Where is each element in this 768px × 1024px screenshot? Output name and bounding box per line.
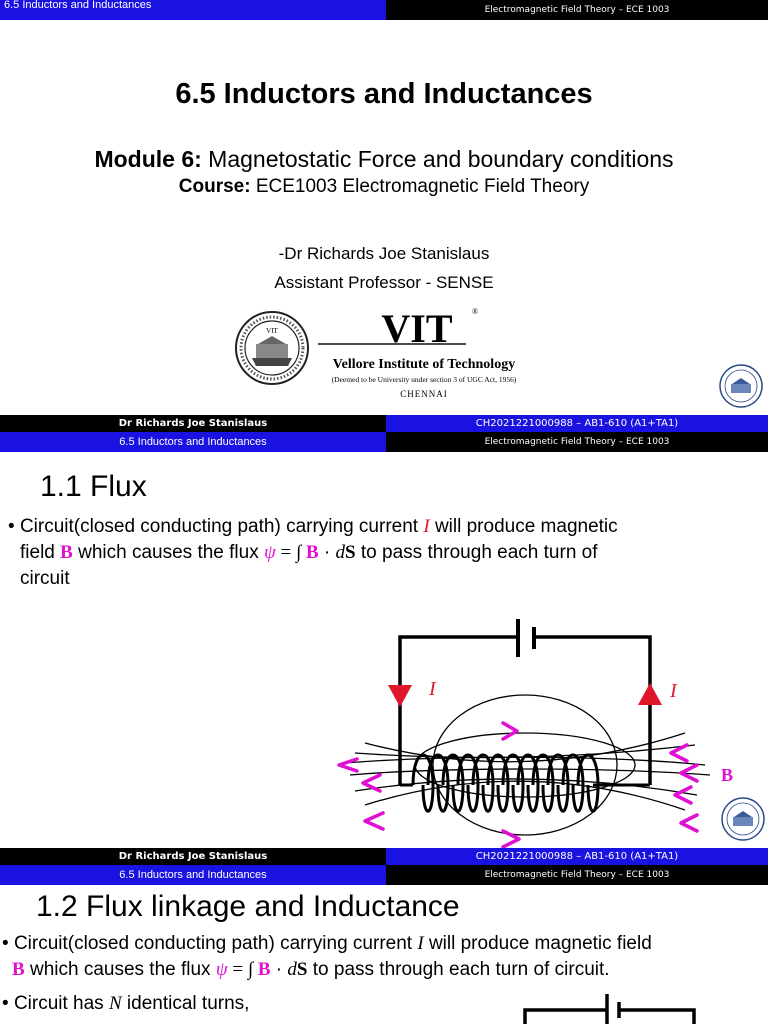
slide3-heading: 1.2 Flux linkage and Inductance	[36, 890, 460, 923]
bullet-text: to pass through each turn of	[355, 542, 598, 563]
footer-left: Dr Richards Joe Stanislaus	[0, 848, 386, 865]
bullet-text: Circuit(closed conducting path) carrying…	[19, 516, 424, 537]
slide3-header: 6.5 Inductors and Inductances Electromag…	[0, 865, 768, 885]
field-arrow-icon	[679, 813, 699, 833]
flux-symbol: ψ	[215, 959, 228, 980]
bullet-text: Circuit has	[13, 993, 109, 1014]
field-arrow-icon	[363, 811, 385, 831]
corner-seal-icon	[721, 797, 765, 841]
field-arrow-icon	[337, 757, 359, 773]
slide3-bullet-2: • Circuit has N identical turns,	[2, 993, 250, 1014]
bullet-text: Circuit(closed conducting path) carrying…	[13, 933, 418, 954]
area-symbol: S	[296, 959, 308, 980]
field-symbol: B	[305, 542, 319, 563]
field-arrows	[337, 721, 699, 849]
slide1-author: -Dr Richards Joe Stanislaus	[278, 244, 490, 263]
solenoid-diagram: I I B	[337, 619, 733, 849]
current-label-right: I	[669, 680, 678, 702]
field-arrow-icon	[501, 721, 519, 741]
current-label-left: I	[428, 678, 437, 700]
equation-part: = ∫	[227, 959, 258, 980]
battery-icon	[516, 619, 536, 657]
bullet-text: to pass through each turn of circuit.	[307, 959, 610, 980]
vit-seal-icon: VIT	[235, 311, 309, 385]
footer-right: CH2021221000988 – AB1-610 (A1+TA1)	[386, 415, 768, 432]
vit-wordmark: VIT	[381, 306, 452, 351]
field-label: B	[721, 765, 733, 785]
field-symbol: B	[60, 542, 73, 563]
equation-part: ·	[318, 542, 336, 563]
field-arrow-icon	[673, 785, 693, 805]
bullet-text: which causes the flux	[72, 542, 264, 563]
bullet-text: field	[20, 542, 61, 563]
seal-text: VIT	[266, 327, 278, 335]
current-arrow-down-icon	[388, 685, 412, 707]
slide2-header-left: 6.5 Inductors and Inductances	[0, 432, 386, 452]
course-label: Course:	[178, 176, 251, 197]
battery-icon	[605, 994, 621, 1024]
slide1-course: Course: ECE1003 Electromagnetic Field Th…	[0, 176, 768, 198]
equation-part: d	[287, 959, 297, 980]
current-arrow-up-icon	[638, 683, 662, 705]
slide1-header-left: 6.5 Inductors and Inductances	[0, 0, 386, 20]
bullet-text: circuit	[20, 568, 70, 589]
turns-symbol: N	[108, 993, 122, 1014]
circuit-partial-diagram	[523, 994, 696, 1024]
slide2-header-right: Electromagnetic Field Theory – ECE 1003	[386, 432, 768, 452]
slide2-heading: 1.1 Flux	[40, 470, 147, 503]
equation-part: = ∫	[275, 542, 306, 563]
corner-seal-icon	[719, 364, 763, 408]
current-symbol: I	[417, 933, 424, 954]
slide1-title: 6.5 Inductors and Inductances	[175, 78, 593, 110]
coil-icon	[400, 753, 650, 813]
slide2-footer: Dr Richards Joe Stanislaus CH20212210009…	[0, 848, 768, 865]
flux-symbol: ψ	[263, 542, 276, 563]
field-arrow-icon	[361, 773, 382, 793]
current-symbol: I	[423, 516, 430, 537]
bullet-text: identical turns,	[121, 993, 250, 1014]
course-text: ECE1003 Electromagnetic Field Theory	[250, 176, 590, 197]
slide3-bullet-1: • Circuit(closed conducting path) carryi…	[2, 933, 652, 980]
bullet-text: will produce magnetic field	[423, 933, 652, 954]
footer-left: Dr Richards Joe Stanislaus	[0, 415, 386, 432]
vit-city: CHENNAI	[400, 389, 448, 398]
footer-right: CH2021221000988 – AB1-610 (A1+TA1)	[386, 848, 768, 865]
vit-deemed-text: (Deemed to be University under section 3…	[332, 375, 517, 384]
slide2-bullet: • Circuit(closed conducting path) carryi…	[8, 514, 764, 592]
field-symbol: B	[12, 959, 25, 980]
field-arrow-icon	[669, 743, 689, 763]
module-label: Module 6:	[94, 146, 202, 172]
slide3-header-right: Electromagnetic Field Theory – ECE 1003	[386, 865, 768, 885]
slide1-footer: Dr Richards Joe Stanislaus CH20212210009…	[0, 415, 768, 432]
slide1-module: Module 6: Magnetostatic Force and bounda…	[0, 146, 768, 173]
slide1-header: 6.5 Inductors and Inductances Electromag…	[0, 0, 768, 20]
module-text: Magnetostatic Force and boundary conditi…	[201, 146, 674, 172]
field-symbol: B	[257, 959, 271, 980]
bullet-text: will produce magnetic	[429, 516, 618, 537]
slide2-header: 6.5 Inductors and Inductances Electromag…	[0, 432, 768, 452]
registered-mark: ®	[472, 307, 478, 316]
area-symbol: S	[345, 542, 356, 563]
slide3-header-left: 6.5 Inductors and Inductances	[0, 865, 386, 885]
slide1-role: Assistant Professor - SENSE	[274, 273, 494, 292]
vit-logo: VIT VIT ® Vellore Institute of Technolog…	[235, 306, 517, 398]
equation-part: ·	[270, 959, 288, 980]
slide1-header-right: Electromagnetic Field Theory – ECE 1003	[386, 0, 768, 20]
field-arrow-icon	[679, 763, 699, 783]
bullet-text: which causes the flux	[24, 959, 216, 980]
field-arrow-icon	[501, 829, 521, 849]
vit-full-name: Vellore Institute of Technology	[333, 357, 515, 372]
equation-part: d	[335, 542, 346, 563]
